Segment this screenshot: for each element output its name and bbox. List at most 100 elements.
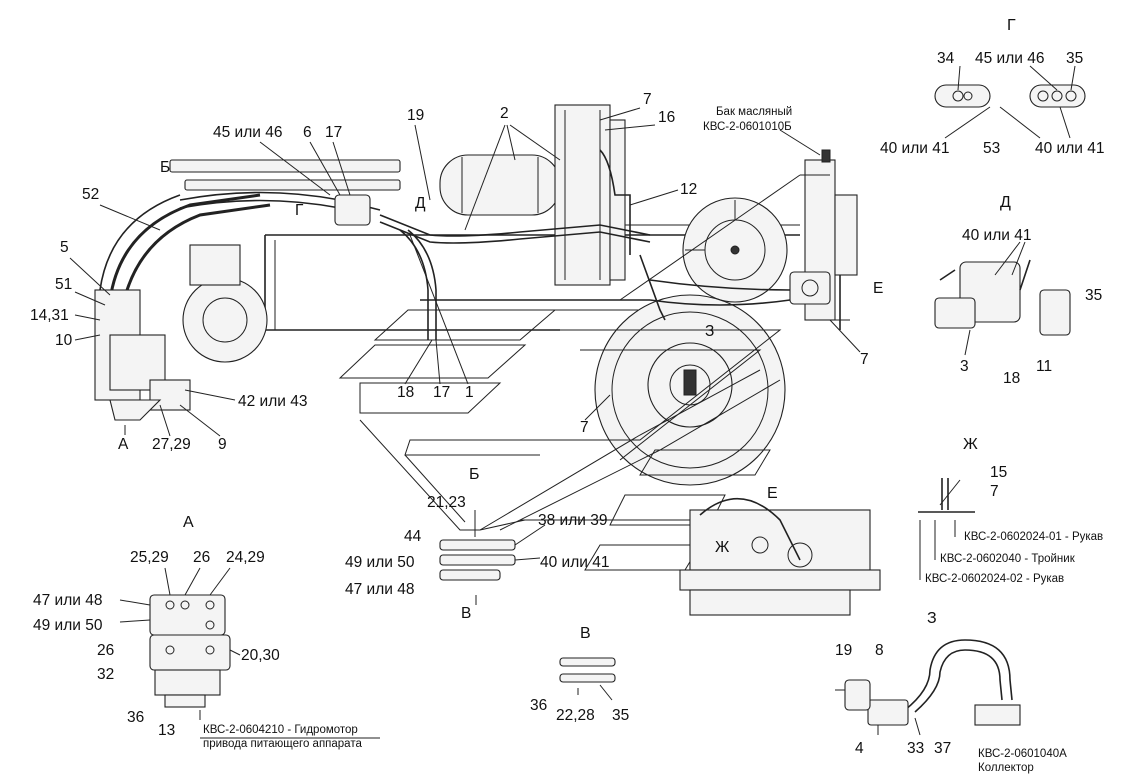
callout-16: 16: [658, 109, 675, 126]
b-callout-44: 44: [404, 528, 422, 545]
view-marker-e: Е: [873, 280, 883, 297]
section-a-hydromotor: [119, 567, 380, 739]
section-e-title: Е: [767, 485, 778, 502]
callout-5: 5: [60, 239, 69, 256]
a-caption-line1: КВС-2-0604210 - Гидромотор: [203, 724, 358, 736]
a-callout-13: 13: [158, 722, 175, 739]
a-callout-20-30: 20,30: [241, 647, 280, 664]
z-callout-4: 4: [855, 740, 864, 757]
callout-14-31: 14,31: [30, 307, 69, 324]
d-callout-35: 35: [1085, 287, 1102, 304]
oil-tank-code: КВС-2-0601010Б: [703, 121, 792, 133]
drive-wheel: [594, 294, 786, 486]
callout-18: 18: [397, 384, 414, 401]
b-callout-49-50: 49 или 50: [345, 554, 415, 571]
g-callout-40-41-a: 40 или 41: [880, 140, 949, 157]
callout-7-wheel: 7: [580, 419, 589, 436]
callout-12: 12: [680, 181, 697, 198]
b-callout-38-39: 38 или 39: [538, 512, 607, 529]
section-z-collector: [835, 639, 1021, 736]
callout-51: 51: [55, 276, 72, 293]
g-callout-40-41-b: 40 или 41: [1035, 140, 1104, 157]
z-callout-33: 33: [907, 740, 924, 757]
a-callout-49-50: 49 или 50: [33, 617, 103, 634]
section-v-coupling: [559, 657, 616, 701]
b-callout-21-23: 21,23: [427, 494, 466, 511]
v-callout-36: 36: [530, 697, 547, 714]
callout-52: 52: [82, 186, 99, 203]
g-callout-53: 53: [983, 140, 1000, 157]
z-caption-line1: КВС-2-0601040А: [978, 748, 1067, 760]
section-a-title: А: [183, 514, 194, 531]
a-callout-24-29: 24,29: [226, 549, 265, 566]
section-b-title: Б: [469, 466, 480, 483]
section-g-fittings: [934, 65, 1086, 139]
section-g-title: Г: [1007, 17, 1016, 34]
radiator: [554, 104, 626, 286]
section-z-title: З: [927, 610, 937, 627]
engine-block-E: [679, 497, 881, 616]
hose-routing: [179, 149, 841, 340]
z-callout-8: 8: [875, 642, 884, 659]
pump-assembly: [789, 271, 831, 305]
a-caption-line2: привода питающего аппарата: [203, 738, 362, 750]
section-b-fittings: [439, 510, 546, 605]
view-marker-b: Б: [160, 159, 170, 176]
fan-wheel: [682, 197, 788, 303]
d-callout-18: 18: [1003, 370, 1020, 387]
callout-2: 2: [500, 105, 509, 122]
zh-part-2: КВС-2-0602040 - Тройник: [940, 553, 1076, 565]
section-d-title: Д: [1000, 194, 1011, 211]
zh-callout-7: 7: [990, 483, 999, 500]
main-view: [94, 104, 881, 616]
g-callout-34: 34: [937, 50, 955, 67]
callout-1: 1: [465, 384, 474, 401]
callout-42-43: 42 или 43: [238, 393, 307, 410]
air-receiver: [439, 154, 561, 216]
v-callout-22-28: 22,28: [556, 707, 595, 724]
b-callout-47-48: 47 или 48: [345, 581, 414, 598]
z-callout-37: 37: [934, 740, 951, 757]
callout-labels: 19 2 7 16 12 45 или 46 6 17 52 5 51 14,3…: [30, 17, 1104, 774]
callout-27-29: 27,29: [152, 436, 191, 453]
z-callout-19: 19: [835, 642, 852, 659]
a-callout-47-48: 47 или 48: [33, 592, 102, 609]
view-marker-v: В: [461, 605, 471, 622]
section-zh-tee: [918, 478, 975, 580]
view-marker-z: З: [705, 323, 714, 340]
d-callout-40-41: 40 или 41: [962, 227, 1031, 244]
section-zh-title: Ж: [963, 436, 978, 453]
callout-7-top: 7: [643, 91, 652, 108]
callout-45-46: 45 или 46: [213, 124, 282, 141]
section-d-valve-block: [934, 241, 1071, 356]
d-callout-11: 11: [1036, 358, 1052, 375]
callout-10: 10: [55, 332, 73, 349]
z-caption-line2: Коллектор: [978, 762, 1034, 774]
g-callout-45-46: 45 или 46: [975, 50, 1044, 67]
g-callout-35: 35: [1066, 50, 1083, 67]
callout-19: 19: [407, 107, 424, 124]
zh-callout-15: 15: [990, 464, 1007, 481]
a-callout-32: 32: [97, 666, 114, 683]
section-v-title: В: [580, 625, 591, 642]
a-callout-26-top: 26: [193, 549, 210, 566]
b-callout-40-41: 40 или 41: [540, 554, 609, 571]
callout-9: 9: [218, 436, 227, 453]
d-callout-3: 3: [960, 358, 969, 375]
a-callout-36: 36: [127, 709, 144, 726]
view-marker-d: Д: [415, 195, 426, 212]
a-callout-26: 26: [97, 642, 114, 659]
callout-17-lower: 17: [433, 384, 450, 401]
callout-17: 17: [325, 124, 342, 141]
oil-tank-title: Бак масляный: [716, 106, 792, 118]
view-marker-g: Г: [295, 202, 304, 219]
callout-7-right: 7: [860, 351, 869, 368]
view-marker-a: А: [118, 436, 129, 453]
v-callout-35: 35: [612, 707, 629, 724]
leader-lines: [69, 107, 861, 437]
a-callout-25-29: 25,29: [130, 549, 169, 566]
view-marker-zh: Ж: [715, 539, 730, 556]
zh-part-3: КВС-2-0602024-02 - Рукав: [925, 573, 1064, 585]
